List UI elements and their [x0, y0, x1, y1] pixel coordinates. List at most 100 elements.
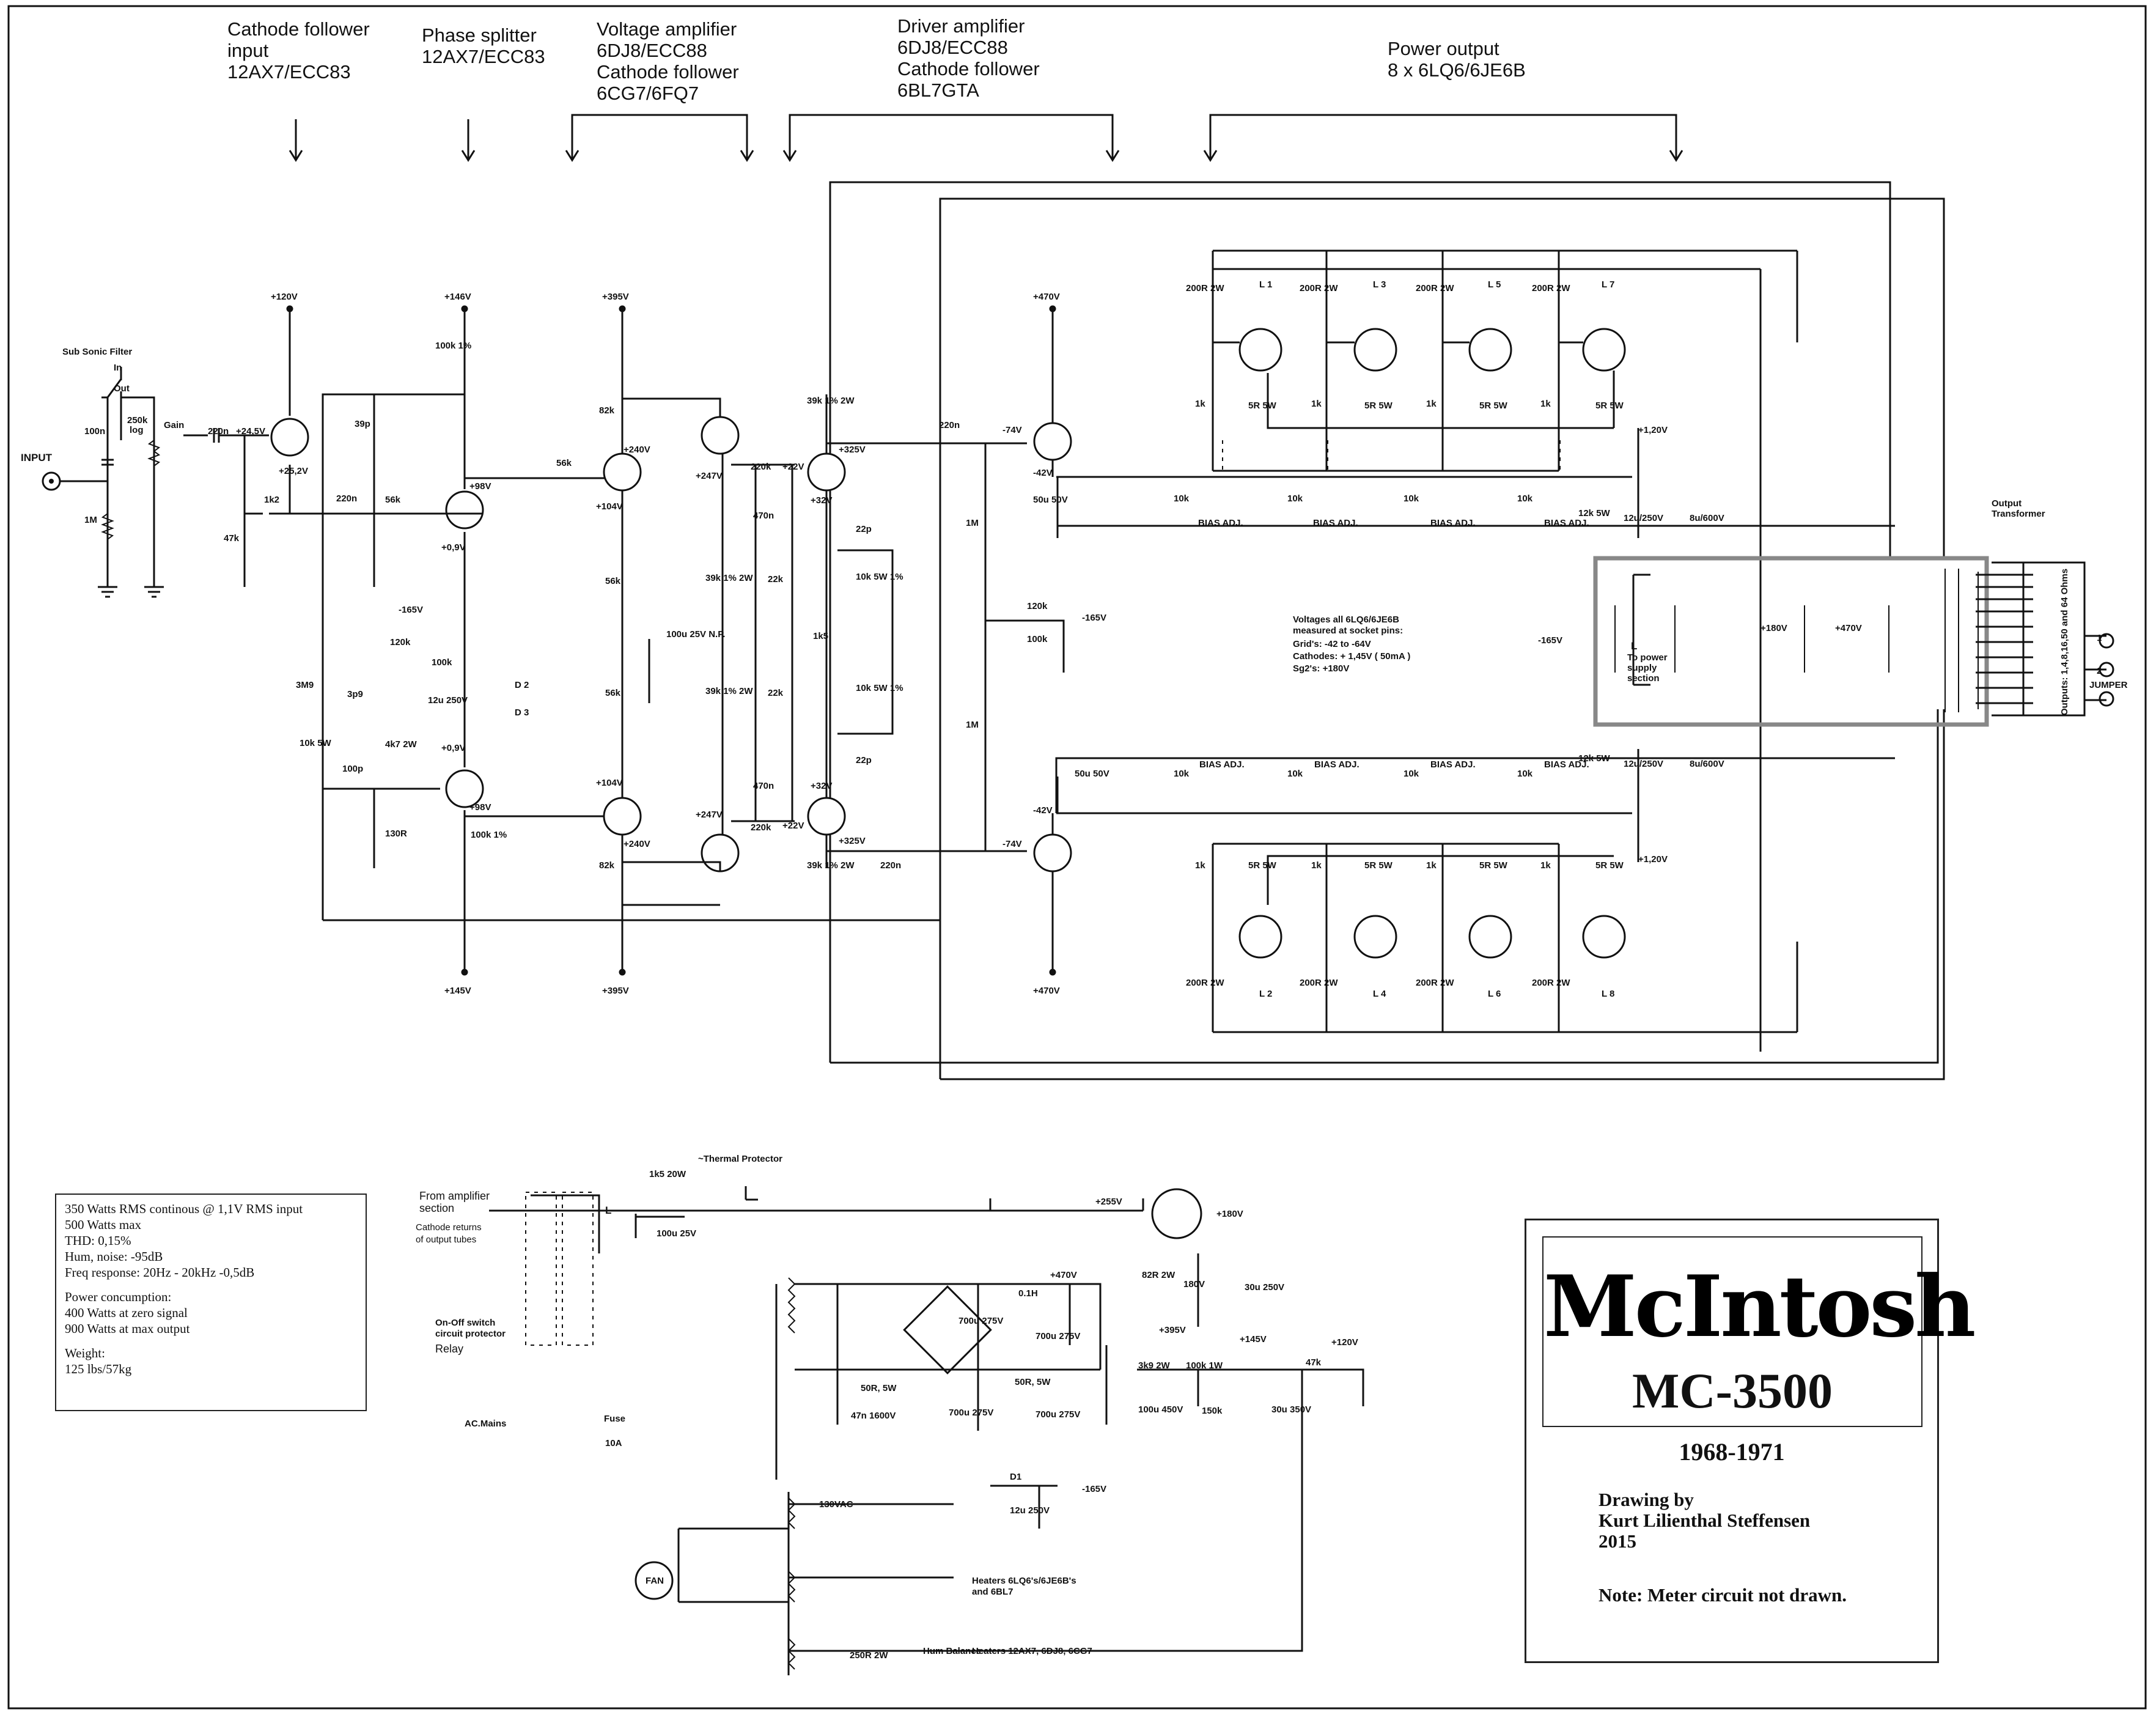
- cap-label: 22p: [856, 524, 872, 534]
- ot-outputs: Outputs: 1,4,8,16,50 and 64 Ohms: [2059, 569, 2070, 715]
- resistor-label: 82k: [599, 860, 615, 871]
- rail-label: +120V: [271, 292, 298, 302]
- resistor-label: 200R 2W: [1532, 978, 1570, 988]
- resistor-label: 1k: [1195, 399, 1205, 409]
- resistor-label: 1M: [966, 720, 979, 730]
- ps-rail: +395V: [1159, 1325, 1186, 1335]
- tube-phase-splitter-a: [445, 490, 484, 529]
- bias-adj-label: BIAS ADJ.: [1430, 518, 1476, 528]
- resistor-label: 5R 5W: [1479, 860, 1508, 871]
- node-voltage: +32V: [811, 781, 832, 791]
- ot-label: Output: [1992, 498, 2022, 509]
- header-line: input: [227, 40, 269, 61]
- ps-rail: +470V: [1050, 1270, 1077, 1280]
- ps-cathode-returns: Cathode returns: [416, 1222, 482, 1233]
- rail-label: +395V: [602, 986, 629, 996]
- ps-rail: -165V: [1082, 1484, 1106, 1494]
- ps-cap: 700u 275V: [1036, 1331, 1080, 1341]
- tube-cathode-follower-cg7-a: [701, 416, 740, 455]
- header-cathode-follower: Cathode follower input 12AX7/ECC83: [227, 18, 370, 83]
- credit-line: 2015: [1599, 1530, 1636, 1552]
- header-line: Cathode follower: [597, 61, 739, 83]
- voltage-note: Voltages all 6LQ6/6JE6B measured at sock…: [1293, 614, 1410, 674]
- cap-label: 3p9: [347, 689, 363, 699]
- node-voltage: -42V: [1033, 468, 1053, 478]
- resistor-label: 22k: [768, 574, 784, 585]
- resistor-label: 1M: [966, 518, 979, 528]
- preamp-stages: [243, 309, 1632, 969]
- node-voltage: +240V: [624, 839, 650, 849]
- header-line: 12AX7/ECC83: [227, 61, 351, 83]
- ot-link-letter: L: [1631, 640, 1637, 652]
- cap-label: 12u 250V: [428, 695, 468, 706]
- node-voltage: +1,20V: [1638, 854, 1668, 865]
- node-voltage: +22V: [782, 821, 804, 831]
- tube-cathode-follower: [270, 418, 309, 457]
- tube-label: L 1: [1259, 279, 1272, 290]
- ps-heaters: and 6BL7: [972, 1587, 1014, 1597]
- cap-label: 470n: [753, 781, 774, 791]
- power-output-labels: 200R 2W 200R 2W 200R 2W 200R 2W 200R 2W …: [1174, 279, 1724, 999]
- resistor-label: 1k: [1195, 860, 1205, 871]
- page-border: [7, 5, 2147, 1710]
- ps-cap: 47n 1600V: [851, 1411, 896, 1421]
- node-voltage: -74V: [1003, 425, 1022, 435]
- resistor-label: 1k: [1311, 399, 1322, 409]
- node-voltage: +325V: [839, 445, 866, 455]
- tube-voltage-amp-a: [603, 452, 642, 492]
- resistor-label: 1k: [1540, 399, 1551, 409]
- node-voltage: +22V: [782, 462, 804, 472]
- header-line: 12AX7/ECC83: [422, 46, 545, 67]
- resistor-label: 10k: [1287, 769, 1303, 779]
- node-voltage: -74V: [1003, 839, 1022, 849]
- ot-label: Transformer: [1992, 509, 2045, 519]
- resistor-label: 1k: [1540, 860, 1551, 871]
- node-voltage: +247V: [696, 471, 723, 481]
- resistor-label: 130R: [385, 828, 407, 839]
- resistor-label: 39k 1% 2W: [807, 860, 855, 871]
- tube-phase-splitter-b: [445, 769, 484, 808]
- node-voltage: +104V: [596, 778, 623, 788]
- node-labels: +24,5V +25,2V +98V +0,9V +240V +104V +24…: [236, 425, 1668, 865]
- ps-from-amp: section: [419, 1202, 454, 1214]
- ps-res: 82R 2W: [1142, 1270, 1175, 1280]
- cap-label: 12u/250V: [1624, 513, 1663, 523]
- brand-logo: McIntosh: [1543, 1256, 1976, 1356]
- input-label: INPUT: [21, 452, 53, 463]
- resistor-label: 100k 1%: [471, 830, 507, 840]
- ps-rail: +145V: [1240, 1334, 1267, 1345]
- ps-res: 3k9 2W: [1138, 1360, 1171, 1371]
- header-line: 6BL7GTA: [897, 79, 979, 101]
- spec-line: Weight:: [65, 1346, 105, 1360]
- node-voltage: +25,2V: [279, 466, 308, 476]
- spec-line: 400 Watts at zero signal: [65, 1305, 188, 1320]
- resistor-label: 56k: [385, 495, 401, 505]
- resistor-label: 200R 2W: [1186, 978, 1224, 988]
- resistor-label: 39k 1% 2W: [807, 396, 855, 406]
- node-voltage: +104V: [596, 501, 623, 512]
- rail-label: +395V: [602, 292, 629, 302]
- node-voltage: -42V: [1033, 805, 1053, 816]
- bias-adj-label: BIAS ADJ.: [1198, 518, 1243, 528]
- node-voltage: +240V: [624, 445, 650, 455]
- node-voltage: +0,9V: [441, 743, 466, 753]
- cap-label: 50u 50V: [1033, 495, 1068, 505]
- gain-label: Gain: [164, 420, 184, 430]
- cap-label: 220n: [880, 860, 901, 871]
- tube-label: L 3: [1373, 279, 1386, 290]
- ps-res: 47k: [1306, 1357, 1322, 1368]
- bias-adj-label: BIAS ADJ.: [1544, 518, 1589, 528]
- resistor-label: 10k: [1404, 769, 1419, 779]
- bias-adj-label: BIAS ADJ.: [1313, 518, 1358, 528]
- tube-driver-b: [807, 797, 846, 836]
- node-voltage: +1,20V: [1638, 425, 1668, 435]
- ps-switch: circuit protector: [435, 1329, 506, 1339]
- resistor-label: 47k: [224, 533, 240, 544]
- resistor-label: 5R 5W: [1479, 400, 1508, 411]
- spec-line: Hum, noise: -95dB: [65, 1249, 163, 1264]
- component-labels: 100k 1% 39k 1% 2W 39k 1% 2W 39k 1% 2W 39…: [224, 341, 1109, 871]
- resistor-label: 22k: [768, 688, 784, 698]
- note-line: Voltages all 6LQ6/6JE6B: [1293, 614, 1399, 625]
- resistor-label: 5R 5W: [1595, 860, 1624, 871]
- resistor-label: 200R 2W: [1186, 283, 1224, 293]
